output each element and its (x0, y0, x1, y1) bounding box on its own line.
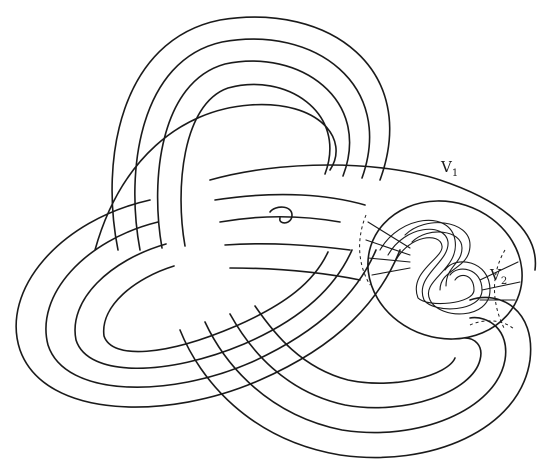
funnel-strand-2 (366, 240, 410, 255)
label-v2: V2 (489, 266, 507, 287)
band-strand-4 (225, 244, 350, 250)
hook-curl (270, 207, 292, 223)
cut-disc-lower (470, 321, 515, 330)
left-lobe-strand-1 (16, 200, 400, 407)
funnel-strand-3 (368, 258, 410, 262)
right-lobe-strand-4 (230, 314, 481, 408)
right-lobe-strand-1 (95, 105, 336, 250)
band-strand-2 (215, 195, 365, 205)
cut-disc-right (494, 250, 505, 330)
right-lobe-strand-2 (180, 298, 531, 458)
upper-lobe-strand-1 (112, 17, 390, 250)
label-v1: V1 (440, 158, 458, 179)
left-lobe-strand-4 (104, 252, 328, 352)
inner-torus (350, 181, 540, 359)
left-lobe-strand-3 (75, 244, 352, 368)
funnel-strand-1 (368, 222, 410, 248)
trefoil-torus-strands (16, 17, 535, 457)
right-lobe-strand-3 (205, 318, 506, 433)
